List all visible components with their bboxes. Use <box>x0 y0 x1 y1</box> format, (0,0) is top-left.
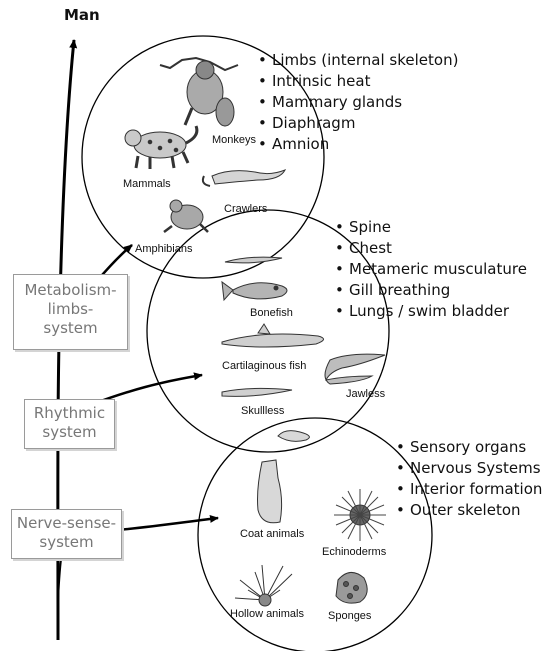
svg-text:•Gill breathing: •Gill breathing <box>335 281 450 299</box>
skullless-illustration <box>222 388 292 396</box>
feature-list-middle: •Spine •Chest •Metameric musculature •Gi… <box>335 218 527 320</box>
svg-text:•Lungs / swim bladder: •Lungs / swim bladder <box>335 302 510 320</box>
tunicate-illustration <box>258 431 310 523</box>
label-hollow-animals: Hollow animals <box>230 608 304 620</box>
frog-illustration <box>164 200 208 232</box>
svg-text:•Interior formation: •Interior formation <box>396 480 542 498</box>
feature-list-top: •Limbs (internal skeleton) •Intrinsic he… <box>258 51 458 153</box>
box-metabolism-limbs-system: Metabolism- limbs- system <box>13 274 128 350</box>
box-nerve-sense-system: Nerve-sense- system <box>11 509 122 559</box>
wildcat-illustration <box>125 126 197 169</box>
bonefish-illustration <box>222 282 287 300</box>
monkey-illustration <box>160 58 238 126</box>
label-cartilaginous-fish: Cartilaginous fish <box>222 360 306 372</box>
svg-text:•Mammary glands: •Mammary glands <box>258 93 402 111</box>
label-coat-animals: Coat animals <box>240 528 305 540</box>
svg-text:•Limbs (internal skeleton): •Limbs (internal skeleton) <box>258 51 458 69</box>
shark-illustration <box>222 324 324 347</box>
svg-text:•Sensory organs: •Sensory organs <box>396 438 526 456</box>
svg-text:•Diaphragm: •Diaphragm <box>258 114 355 132</box>
svg-text:•Nervous Systems: •Nervous Systems <box>396 459 541 477</box>
lancelet-illustration <box>225 257 282 263</box>
label-bonefish: Bonefish <box>250 307 293 319</box>
sponge-illustration <box>336 572 367 603</box>
svg-text:•Outer skeleton: •Outer skeleton <box>396 501 521 519</box>
svg-text:•Chest: •Chest <box>335 239 392 257</box>
svg-text:•Intrinsic heat: •Intrinsic heat <box>258 72 371 90</box>
svg-text:•Metameric musculature: •Metameric musculature <box>335 260 527 278</box>
label-mammals: Mammals <box>123 178 171 190</box>
label-jawless: Jawless <box>346 388 386 400</box>
svg-text:•Spine: •Spine <box>335 218 391 236</box>
svg-text:•Amnion: •Amnion <box>258 135 329 153</box>
label-amphibians: Amphibians <box>135 243 193 255</box>
label-echinoderms: Echinoderms <box>322 546 387 558</box>
branch-arrow-nerve <box>118 518 218 530</box>
lizard-illustration <box>203 170 285 186</box>
label-skullless: Skullless <box>241 405 285 417</box>
box-rhythmic-system: Rhythmic system <box>24 399 115 449</box>
label-crawlers: Crawlers <box>224 203 268 215</box>
label-sponges: Sponges <box>328 610 372 622</box>
urchin-illustration <box>334 489 386 541</box>
hydra-illustration <box>235 565 292 606</box>
lamprey-illustration <box>325 354 385 384</box>
label-monkeys: Monkeys <box>212 134 257 146</box>
